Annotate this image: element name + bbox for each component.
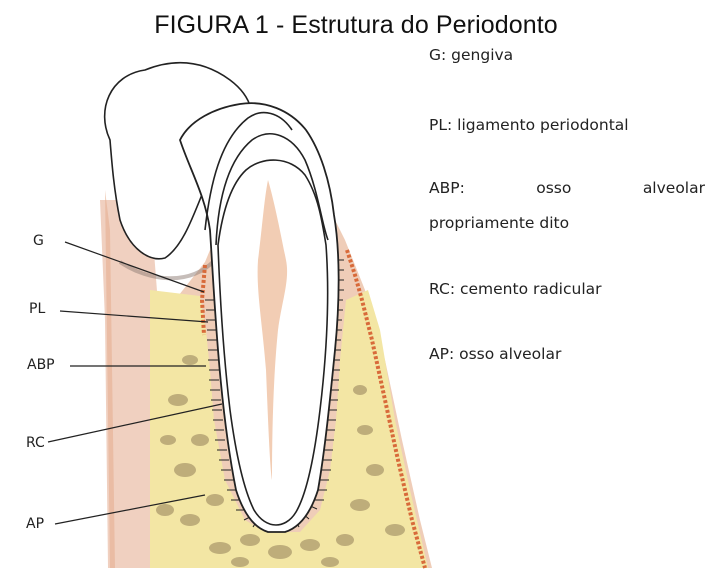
label-pl: PL: [29, 301, 45, 317]
legend-abp-line2: propriamente dito: [429, 214, 569, 232]
legend-g: G: gengiva: [429, 46, 513, 64]
label-g: G: [33, 233, 44, 249]
label-rc: RC: [26, 435, 45, 451]
legend-abp: ABP: osso alveolar: [429, 179, 705, 197]
label-ap: AP: [26, 516, 44, 532]
legend-ap: AP: osso alveolar: [429, 345, 561, 363]
legend-rc: RC: cemento radicular: [429, 280, 602, 298]
legend-abp-part2: osso: [536, 179, 571, 197]
legend-pl: PL: ligamento periodontal: [429, 116, 629, 134]
legend-abp-part3: alveolar: [643, 179, 705, 197]
legend-abp-part1: ABP:: [429, 179, 465, 197]
figure-title: FIGURA 1 - Estrutura do Periodonto: [0, 0, 712, 38]
label-abp: ABP: [27, 357, 55, 373]
